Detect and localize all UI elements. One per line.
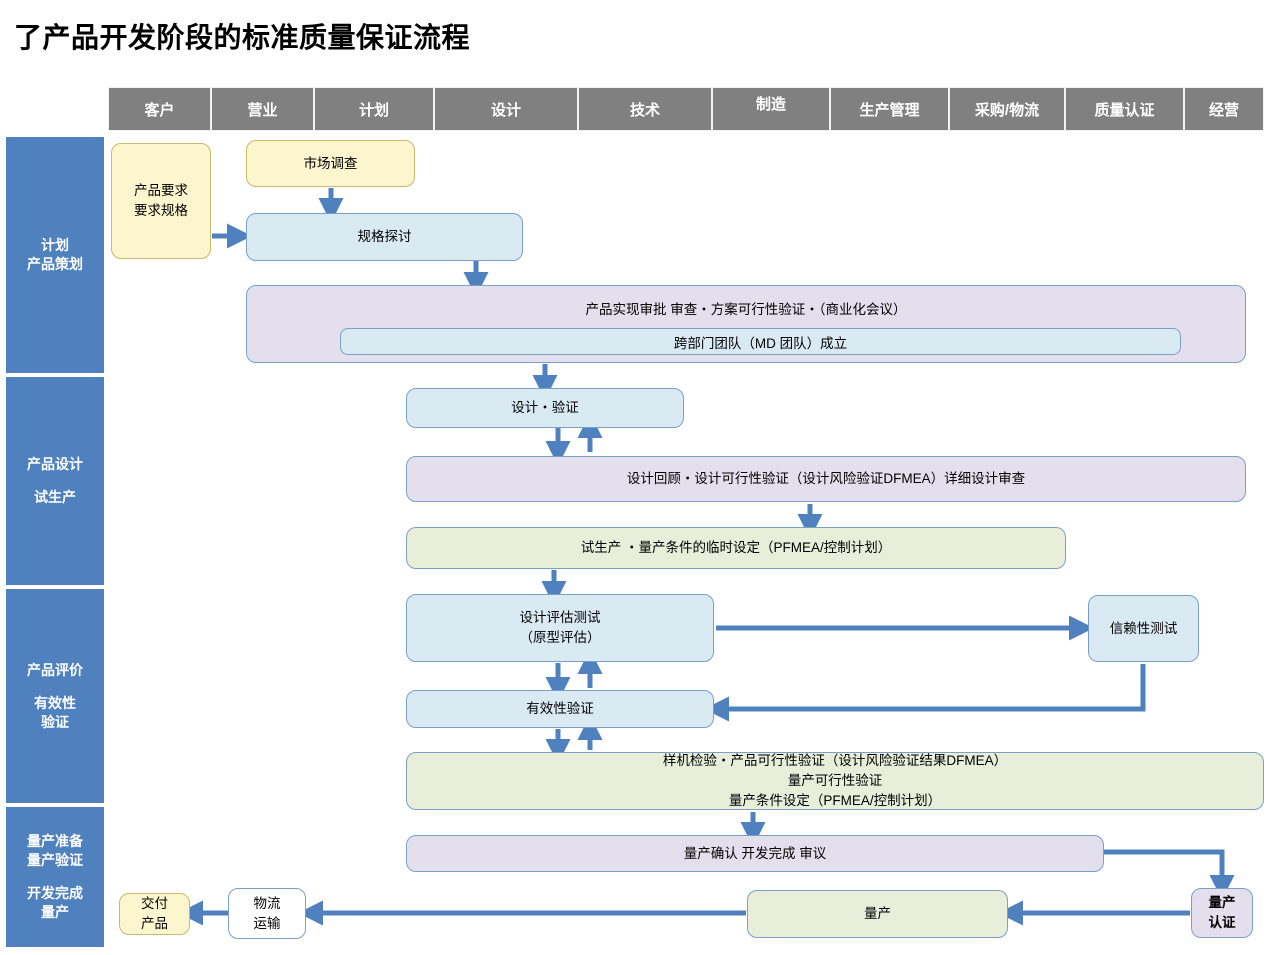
node-logistics-transport[interactable]: 物流 运输 [228,888,306,939]
node-label: 量产确认 开发完成 审议 [683,845,827,861]
lane-header-technology: 技术 [578,87,712,131]
node-mass-production[interactable]: 量产 [747,890,1008,938]
node-cross-functional-team[interactable]: 跨部门团队（MD 团队）成立 [340,328,1181,355]
node-label: 设计评估测试 （原型评估） [519,610,601,645]
node-label: 市场调查 [303,155,358,171]
phase-block-mass-production-prep: 量产准备 量产验证 开发完成 量产 [6,807,104,947]
node-label: 样机检验・产品可行性验证（设计风险验证结果DFMEA） 量产可行性验证 量产条件… [662,753,1008,808]
node-label: 有效性验证 [526,701,594,716]
lane-header-customer: 客户 [108,87,211,131]
node-mass-production-certification[interactable]: 量产 认证 [1191,888,1253,938]
node-design-verification[interactable]: 设计・验证 [406,388,684,428]
phase-label-line1: 产品评价 [27,661,83,678]
node-label: 信赖性测试 [1109,620,1178,636]
node-label: 试生产 ・量产条件的临时设定（PFMEA/控制计划） [580,540,892,555]
lane-header-quality: 质量认证 [1065,87,1184,131]
lane-header-label: 生产管理 [859,101,920,119]
lane-header-production-mgmt: 生产管理 [830,87,949,131]
lane-header-label: 技术 [629,101,660,119]
node-design-review[interactable]: 设计回顾・设计可行性验证（设计风险验证DFMEA）详细设计审查 [406,456,1246,502]
phase-label-line2: 开发完成 量产 [27,885,83,920]
node-label: 设计・验证 [511,400,579,415]
node-label: 跨部门团队（MD 团队）成立 [673,335,848,351]
node-label: 交付 产品 [141,896,168,931]
lane-header-label: 采购/物流 [974,101,1040,119]
lane-header-planning: 计划 [314,87,434,131]
phase-label-line2: 试生产 [34,489,76,505]
phase-block-planning: 计划 产品策划 [6,137,104,373]
node-validity-verification[interactable]: 有效性验证 [406,690,714,728]
phase-label-line1: 计划 [41,237,69,253]
phase-label-line1: 量产准备 量产验证 [27,833,83,868]
lane-header-manufacturing: 制造 [712,87,830,131]
lane-header-label: 经营 [1208,101,1239,119]
node-market-research[interactable]: 市场调查 [246,140,415,187]
phase-block-product-design: 产品设计 试生产 [6,377,104,585]
node-design-evaluation-test[interactable]: 设计评估测试 （原型评估） [406,594,714,662]
page-title: 了产品开发阶段的标准质量保证流程 [14,22,471,53]
node-product-requirement[interactable]: 产品要求 要求规格 [111,143,211,259]
node-spec-discussion[interactable]: 规格探讨 [246,213,523,261]
node-label: 量产 [864,906,891,921]
node-sample-inspection[interactable]: 样机检验・产品可行性验证（设计风险验证结果DFMEA） 量产可行性验证 量产条件… [406,752,1264,810]
phase-block-product-evaluation: 产品评价 有效性 验证 [6,589,104,803]
node-label: 量产 认证 [1208,895,1236,930]
node-label: 产品实现审批 审查・方案可行性验证・（商业化会议） [585,302,907,317]
node-reliability-test[interactable]: 信赖性测试 [1088,595,1199,662]
node-label: 产品要求 要求规格 [134,183,188,218]
lane-header-management: 经营 [1184,87,1264,131]
lane-header-label: 质量认证 [1094,101,1155,119]
lane-header-purchasing: 采购/物流 [949,87,1065,131]
lane-header-label: 计划 [358,101,389,119]
node-mass-production-confirm[interactable]: 量产确认 开发完成 审议 [406,835,1104,872]
node-trial-production[interactable]: 试生产 ・量产条件的临时设定（PFMEA/控制计划） [406,527,1066,569]
lane-header-label: 客户 [144,101,175,119]
phase-label-line2: 有效性 验证 [34,694,76,730]
phase-label-line1: 产品设计 [27,456,83,472]
lane-header-design: 设计 [434,87,578,131]
node-label: 设计回顾・设计可行性验证（设计风险验证DFMEA）详细设计审查 [626,471,1026,486]
lane-header-sales: 营业 [211,87,314,131]
phase-label-line2: 产品策划 [27,256,83,272]
lane-header-label: 设计 [490,101,521,119]
node-delivery-product[interactable]: 交付 产品 [119,893,190,935]
lane-header-label: 营业 [247,101,278,119]
lane-header-label: 制造 [755,96,786,113]
node-label: 规格探讨 [357,229,412,244]
node-label: 物流 运输 [253,895,281,931]
